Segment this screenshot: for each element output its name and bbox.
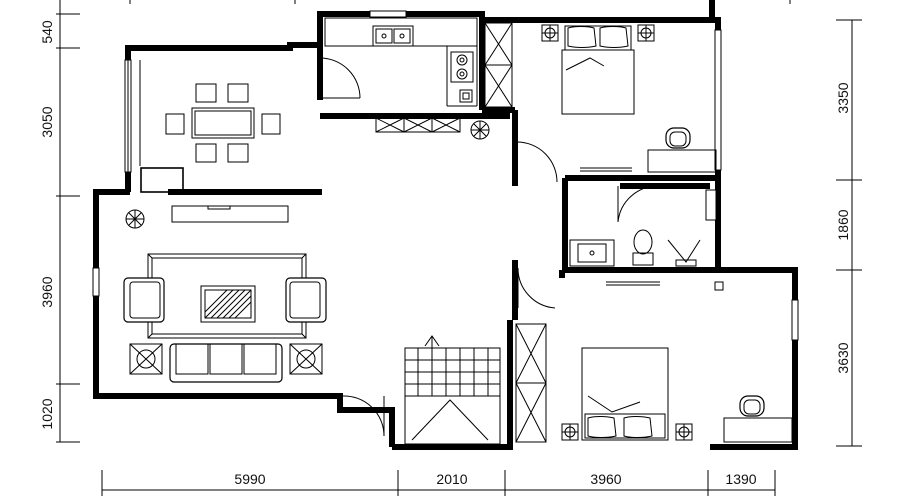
sofa-icon xyxy=(123,253,327,383)
desk-chair-icon xyxy=(723,395,793,443)
dim-bottom-1390: 1390 xyxy=(725,471,756,487)
doors xyxy=(319,57,659,437)
dim-bottom-2010: 2010 xyxy=(436,471,467,487)
wardrobe-lower xyxy=(515,323,547,443)
wardrobe-upper xyxy=(484,22,513,108)
double-bed-icon xyxy=(581,347,669,441)
sink-icon xyxy=(372,25,414,47)
tv-cabinet xyxy=(171,205,289,223)
dim-left-3050: 3050 xyxy=(39,106,55,137)
potted-plant-icon xyxy=(470,120,490,140)
dim-right-3630: 3630 xyxy=(835,342,851,373)
dim-left-540: 540 xyxy=(39,20,55,44)
dim-bottom-5990: 5990 xyxy=(234,471,265,487)
exterior-walls xyxy=(93,0,798,450)
windows xyxy=(92,10,799,341)
bedside-lamp-icon xyxy=(541,24,655,42)
toilet-icon xyxy=(632,229,654,266)
shower-icon xyxy=(667,239,701,267)
dim-right-3350: 3350 xyxy=(835,82,851,113)
bedside-lamp-icon xyxy=(561,423,693,441)
potted-plant-icon xyxy=(125,209,145,229)
dimension-lines xyxy=(56,0,862,496)
dining-set-icon xyxy=(165,83,281,163)
dim-left-1020: 1020 xyxy=(39,398,55,429)
staircase-icon xyxy=(404,335,501,445)
sideboard xyxy=(140,167,184,193)
dim-right-1860: 1860 xyxy=(835,209,851,240)
dim-bottom-3960: 3960 xyxy=(590,471,621,487)
kitchen xyxy=(324,17,478,133)
gas-stove-icon xyxy=(450,51,474,83)
double-bed-icon xyxy=(561,25,635,115)
dim-left-3960: 3960 xyxy=(39,276,55,307)
bathroom-fixtures xyxy=(569,229,724,291)
desk-chair-icon xyxy=(647,127,717,173)
